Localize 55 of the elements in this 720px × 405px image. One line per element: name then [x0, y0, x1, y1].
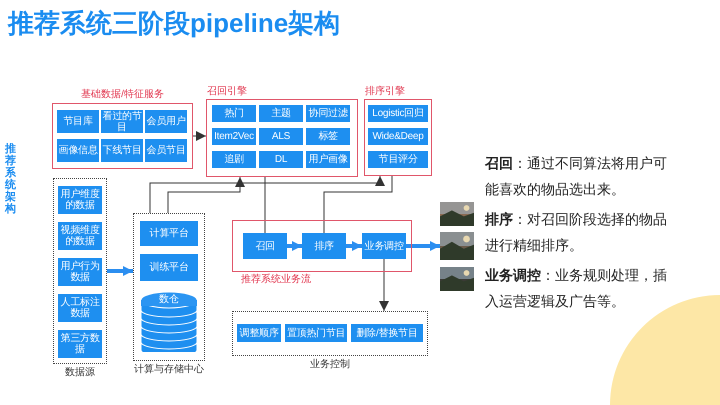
process-box: 召回	[243, 233, 287, 259]
page-title: 推荐系统三阶段pipeline架构	[8, 7, 340, 40]
arrow	[346, 241, 362, 251]
process-box: 调整顺序	[237, 324, 281, 342]
process-box: 视频维度的数据	[58, 222, 102, 250]
description-paragraph: 召回：通过不同算法将用户可能喜欢的物品选出来。	[485, 154, 668, 199]
photo-placeholder	[440, 267, 474, 291]
process-box: 会员节目	[145, 139, 187, 162]
arrow	[192, 131, 206, 141]
process-box: 标签	[306, 128, 350, 145]
process-box: 用户行为数据	[58, 258, 102, 286]
process-box: 计算平台	[140, 221, 198, 246]
process-box: 追剧	[212, 151, 256, 168]
vertical-label: 推荐系统架构	[5, 143, 16, 216]
process-box: Wide&Deep	[368, 128, 428, 145]
process-box: 会员用户	[145, 110, 187, 133]
group-label: 召回引擎	[207, 86, 247, 98]
process-box: 用户维度的数据	[58, 186, 102, 214]
photo-placeholder	[440, 232, 474, 260]
process-box: 节目库	[57, 110, 99, 133]
group-label: 排序引擎	[365, 86, 405, 98]
process-box: 下线节目	[101, 139, 143, 162]
group-label: 数据源	[64, 367, 96, 379]
arrow	[150, 176, 385, 214]
process-box: 训练平台	[140, 254, 198, 281]
process-box: 人工标注数据	[58, 294, 102, 322]
process-box: Logistic回归	[368, 105, 428, 122]
process-box: 热门	[212, 105, 256, 122]
arrow	[379, 258, 389, 312]
group-label: 业务控制	[309, 359, 351, 371]
arrow	[168, 176, 245, 214]
description-paragraph: 排序：对召回阶段选择的物品进行精细排序。	[485, 210, 668, 255]
database-cylinder: 数仓	[140, 290, 198, 352]
process-box: 删除/替换节目	[351, 324, 423, 342]
process-box: 用户画像	[306, 151, 350, 168]
arrow	[406, 241, 440, 251]
photo-placeholder	[440, 202, 474, 226]
process-box: 业务调控	[362, 233, 406, 259]
process-box: 排序	[302, 233, 346, 259]
arrow	[107, 266, 133, 276]
description-paragraph: 业务调控：业务规则处理，插入运营逻辑及广告等。	[485, 266, 668, 311]
process-box: 节目评分	[368, 151, 428, 168]
process-box: 看过的节目	[101, 110, 143, 133]
process-box: 画像信息	[57, 139, 99, 162]
process-box: 主题	[259, 105, 303, 122]
process-box: ALS	[259, 128, 303, 145]
process-box: Item2Vec	[212, 128, 256, 145]
group-label: 基础数据/特征服务	[80, 89, 165, 101]
group-label: 计算与存储中心	[133, 364, 205, 376]
process-box: DL	[259, 151, 303, 168]
arrow	[287, 241, 302, 251]
process-box: 第三方数据	[58, 330, 102, 358]
group-label: 推荐系统业务流	[241, 274, 311, 286]
process-box: 协同过滤	[306, 105, 350, 122]
process-box: 置顶热门节目	[285, 324, 347, 342]
